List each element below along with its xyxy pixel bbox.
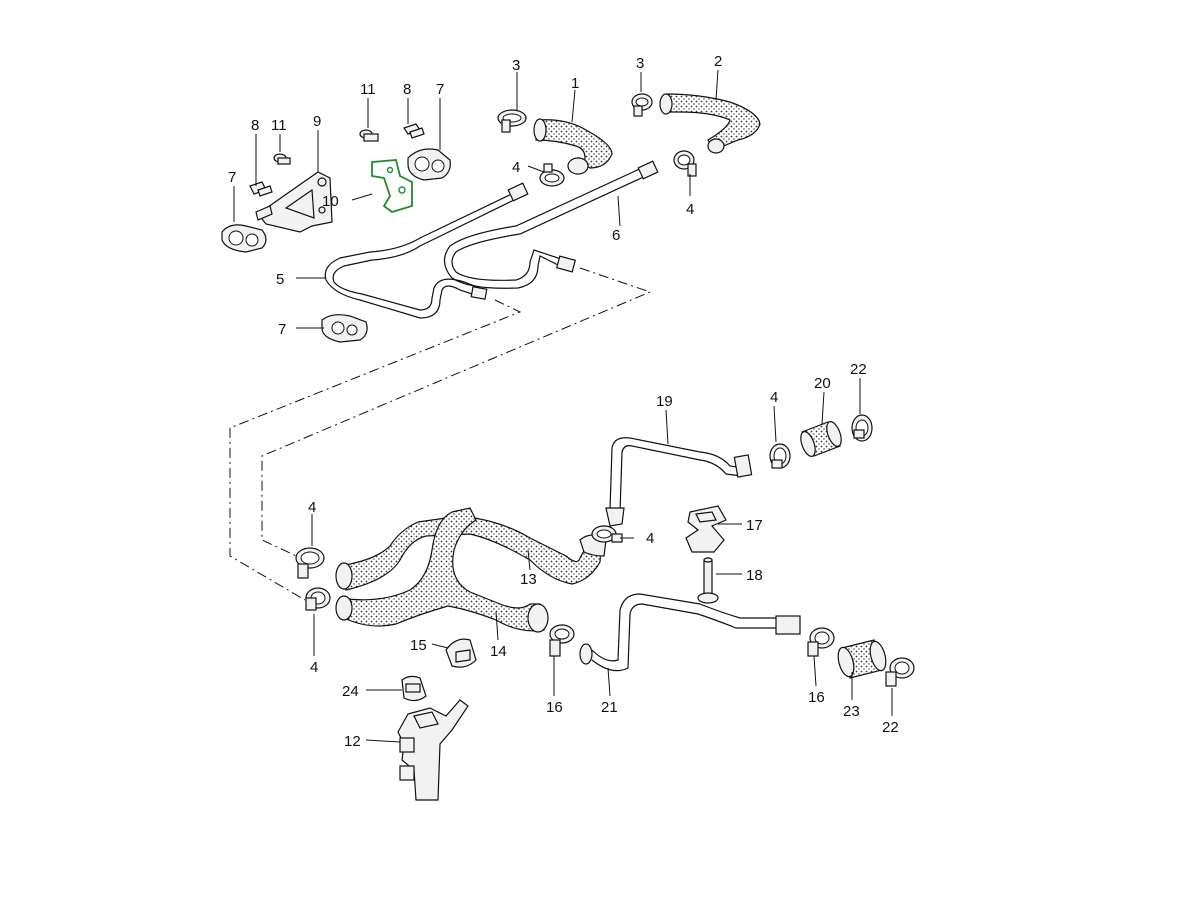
connection-lines <box>229 267 652 601</box>
callout-15: 15 <box>410 637 427 654</box>
clamp-4-near-1 <box>539 163 565 187</box>
callout-16-right: 16 <box>808 689 825 706</box>
bolt-18 <box>697 557 719 604</box>
clamp-4-near-14 <box>549 624 575 644</box>
bracket-12 <box>397 699 469 801</box>
callout-4-left-top: 4 <box>308 499 316 516</box>
callout-17: 17 <box>746 517 763 534</box>
clip-24 <box>401 675 427 702</box>
clip-8-left <box>249 181 273 197</box>
callout-7-lower: 7 <box>278 321 286 338</box>
clamp-4-near-2 <box>673 150 697 177</box>
pipe-6 <box>443 160 659 289</box>
clamp-3-left <box>497 109 527 133</box>
callout-8-left: 8 <box>251 117 259 134</box>
callout-4-near-19: 4 <box>770 389 778 406</box>
callout-22-top: 22 <box>850 361 867 378</box>
hose-20 <box>800 421 842 457</box>
callout-labels: 1 2 3 3 4 4 5 6 7 7 7 8 8 9 10 11 11 12 … <box>228 53 899 750</box>
callout-22-bottom: 22 <box>882 719 899 736</box>
clip-8-top <box>403 123 425 139</box>
callout-1: 1 <box>571 75 579 92</box>
callout-11-top: 11 <box>360 81 376 98</box>
clip-15 <box>445 638 477 668</box>
callout-16-left: 16 <box>546 699 563 716</box>
bracket-9 <box>255 171 333 233</box>
hose-13 <box>335 515 607 591</box>
callout-18: 18 <box>746 567 763 584</box>
callout-12: 12 <box>344 733 361 750</box>
clamp-7-left <box>221 224 267 253</box>
callout-21: 21 <box>601 699 618 716</box>
pipe-19 <box>605 437 753 527</box>
pipe-5 <box>324 182 529 319</box>
callout-14: 14 <box>490 643 507 660</box>
clamp-22-bottom <box>885 657 915 687</box>
callout-6: 6 <box>612 227 620 244</box>
callout-13: 13 <box>520 571 537 588</box>
callout-4-near-1: 4 <box>512 159 520 176</box>
bracket-10-highlighted <box>371 159 413 213</box>
bolt-11-top <box>359 129 379 142</box>
bolt-11-left <box>273 153 291 165</box>
holder-17 <box>685 505 727 553</box>
callout-20: 20 <box>814 375 831 392</box>
callout-10: 10 <box>322 193 339 210</box>
callout-7-left: 7 <box>228 169 236 186</box>
hose-14 <box>335 507 549 633</box>
callout-5: 5 <box>276 271 284 288</box>
clamp-16-left <box>549 639 561 657</box>
callout-4-near-2: 4 <box>686 201 694 218</box>
clamp-3-right <box>631 93 653 117</box>
hose-2 <box>659 93 761 154</box>
hose-23 <box>837 639 887 679</box>
callout-19: 19 <box>656 393 673 410</box>
clamp-7-top <box>407 148 451 181</box>
leader-lines <box>233 69 893 743</box>
callout-4-near-13: 4 <box>646 530 654 547</box>
callout-3-left: 3 <box>512 57 520 74</box>
callout-3-right: 3 <box>636 55 644 72</box>
clamp-4-left-bottom <box>305 587 331 611</box>
clamp-7-lower <box>321 314 368 343</box>
callout-2: 2 <box>714 53 722 70</box>
clamp-4-left-top <box>295 547 325 579</box>
callout-8-top: 8 <box>403 81 411 98</box>
callout-24: 24 <box>342 683 359 700</box>
callout-23: 23 <box>843 703 860 720</box>
callout-4-left-bottom: 4 <box>310 659 318 676</box>
clamp-4-near-19 <box>769 443 791 469</box>
clamp-22-top <box>851 414 873 442</box>
hose-1 <box>533 118 613 175</box>
pipe-21 <box>579 593 801 672</box>
clamp-4-near-13 <box>591 525 623 543</box>
callout-7-top: 7 <box>436 81 444 98</box>
clamp-16-right <box>807 627 835 657</box>
callout-11-left: 11 <box>271 117 287 134</box>
callout-9: 9 <box>313 113 321 130</box>
